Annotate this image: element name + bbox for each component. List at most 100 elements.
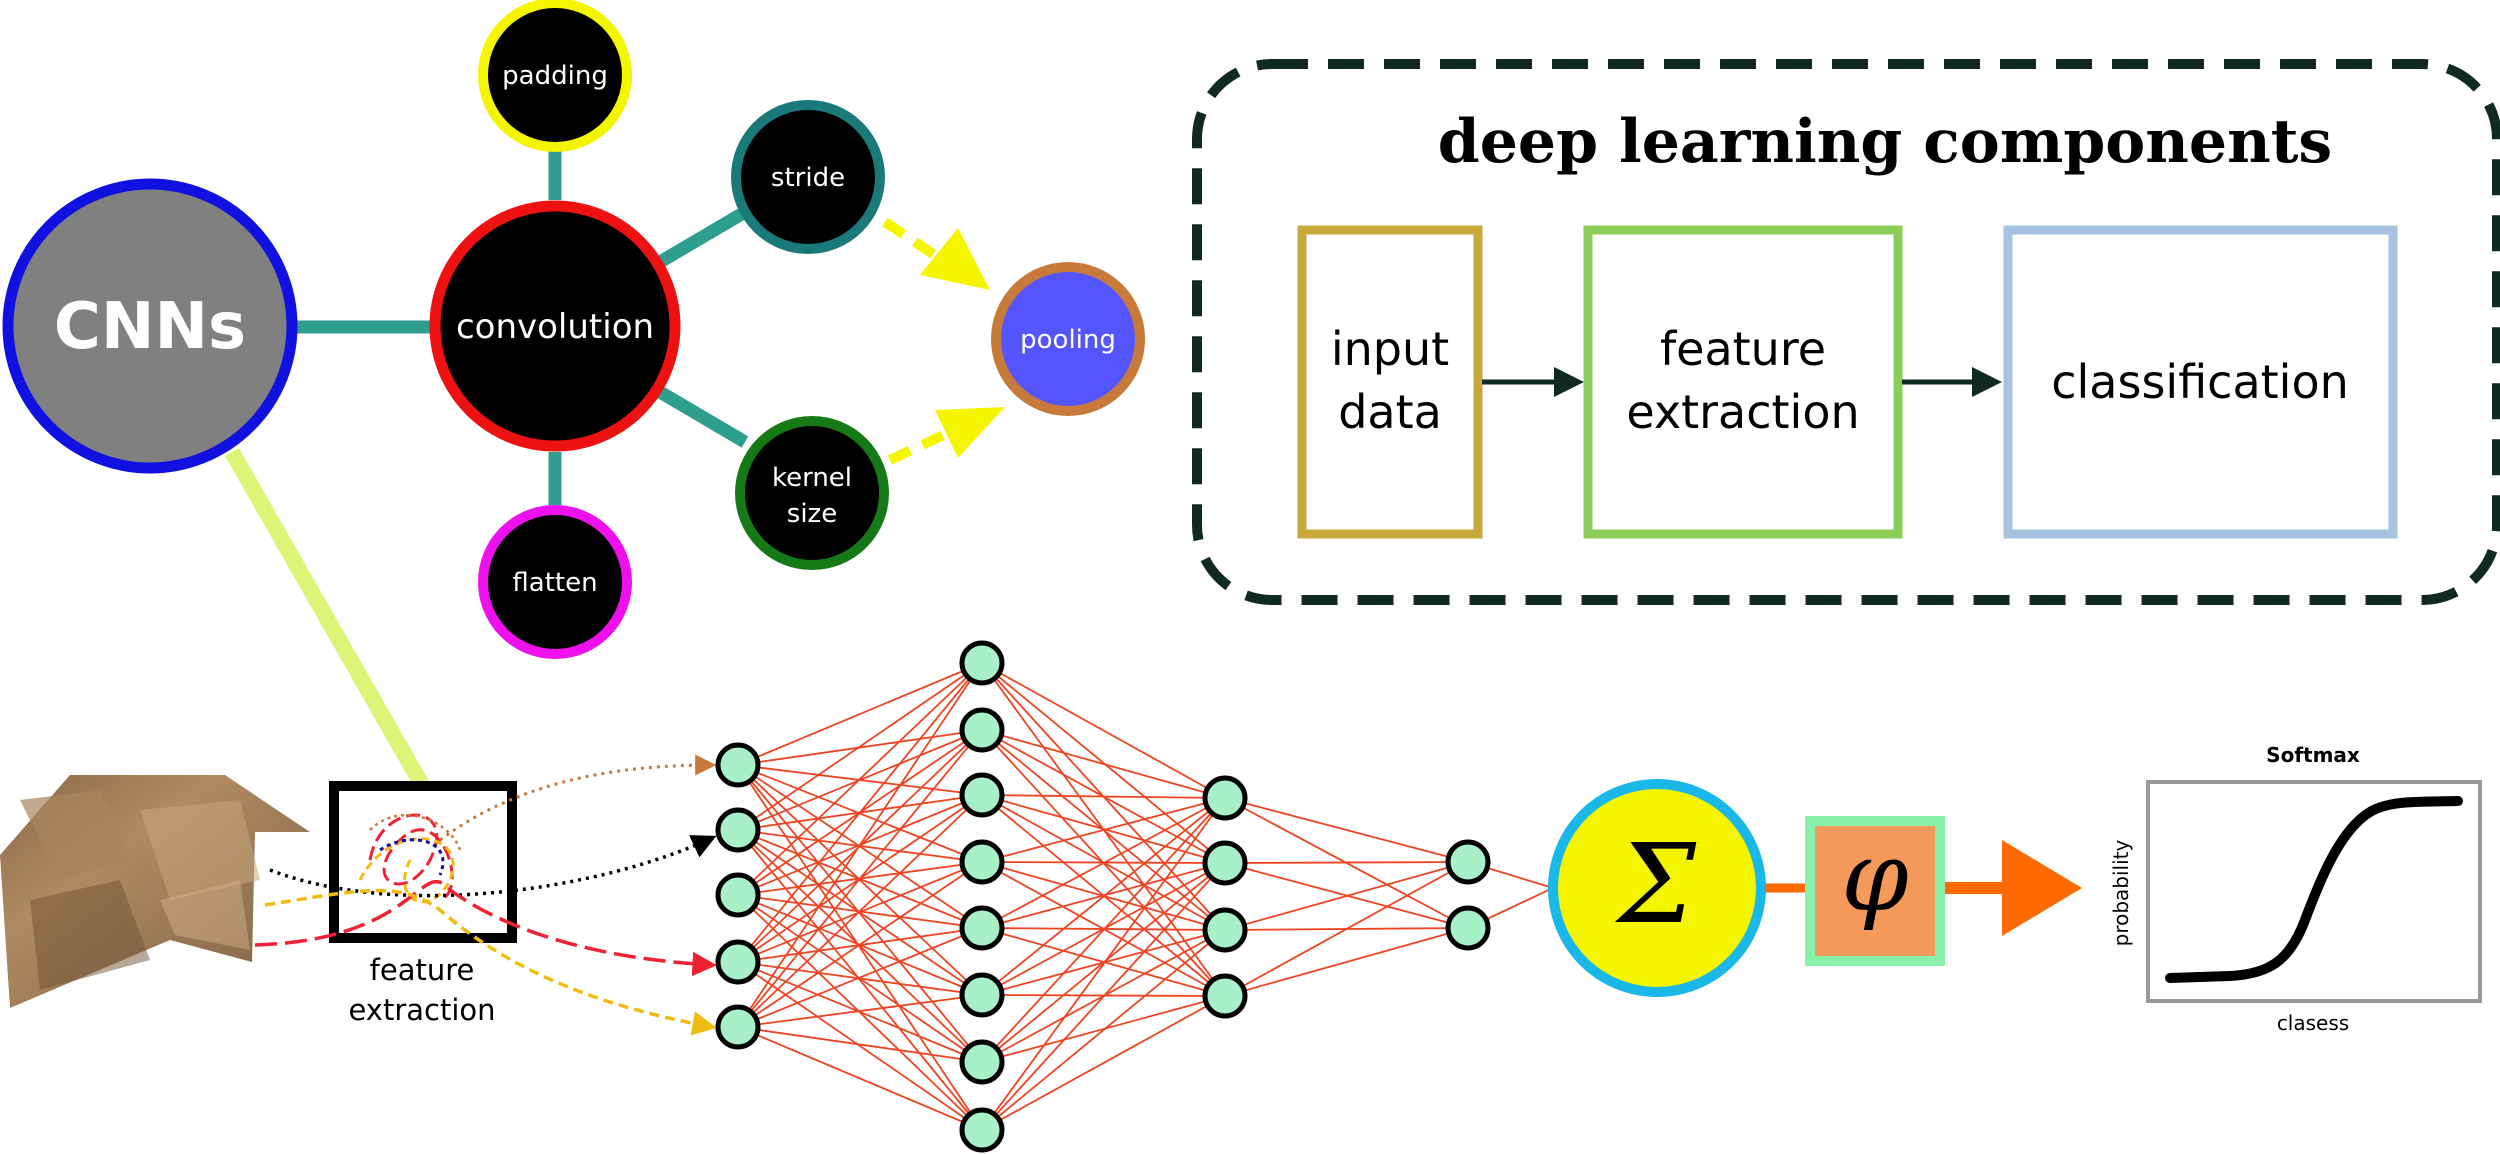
feature-extraction-line2: extraction: [1626, 385, 1859, 439]
network-edge: [737, 764, 983, 1131]
phi-symbol: φ: [1841, 821, 1908, 933]
neuron-layer-2: [959, 972, 1005, 1018]
flow-gold: [264, 888, 717, 1036]
network-edge: [737, 794, 983, 1028]
network-edge: [981, 797, 1226, 1063]
network-edge: [981, 662, 1226, 799]
network-edge: [737, 961, 983, 1131]
node-padding: padding: [478, 0, 632, 152]
satellite-image: [0, 775, 310, 1008]
network-edge: [1224, 861, 1469, 931]
network-edge: [981, 662, 1226, 864]
network-edge: [737, 662, 983, 1028]
node-convolution: convolution: [429, 200, 681, 452]
classification-box: [2003, 225, 2398, 539]
node-convolution-label: convolution: [456, 307, 654, 347]
network-edge: [737, 829, 983, 1131]
network-edge: [737, 829, 983, 1063]
neuron-layer-2: [959, 839, 1005, 885]
components-panel: deep learning components input data feat…: [1192, 59, 2500, 605]
activation-node: φ: [1805, 816, 1945, 966]
neuron-layer-2: [959, 1039, 1005, 1085]
network-edge: [1224, 927, 1469, 997]
sum-node: Σ: [1548, 779, 1766, 997]
neuron-layer-2: [959, 1107, 1005, 1153]
input-data-line2: data: [1338, 385, 1442, 439]
node-kernel-label-line1: kernel: [772, 463, 852, 493]
node-flatten: flatten: [478, 505, 632, 659]
network-edge: [737, 729, 983, 1028]
feature-extraction-small-line2: extraction: [348, 993, 495, 1027]
flow-brown: [439, 754, 717, 842]
output-stage: Σ φ: [1548, 779, 2082, 997]
network-edge: [981, 797, 1226, 1131]
network-edge: [737, 662, 983, 831]
network-edge: [981, 797, 1226, 863]
arrowhead-kernel-pooling: [935, 407, 1005, 458]
mindmap-nodes: CNNs convolution padding stride kernel s…: [2, 0, 1145, 659]
output-arrowhead: [2002, 840, 2082, 936]
neuron-layer-2: [959, 640, 1005, 686]
network-edge: [981, 797, 1226, 929]
neuron-layer-3: [1202, 907, 1248, 953]
network-edge: [737, 861, 983, 1028]
node-kernel-label-line2: size: [787, 499, 837, 529]
network-edge: [737, 662, 983, 766]
network-edge: [981, 929, 1226, 1131]
network-edge: [981, 794, 1226, 799]
softmax-xlabel: clasess: [2277, 1011, 2349, 1035]
link-cnns-feature-extraction: [225, 448, 429, 789]
softmax-title: Softmax: [2266, 743, 2360, 767]
node-flatten-label: flatten: [512, 568, 597, 598]
input-data-line1: input: [1331, 322, 1449, 376]
neuron-layer-2: [959, 707, 1005, 753]
arrowhead-stride-pooling: [920, 228, 990, 290]
neuron-layer-3: [1202, 775, 1248, 821]
components-dashed-frame: [1192, 59, 2500, 605]
network-edge: [1224, 861, 1469, 997]
neuron-layer-1: [715, 939, 761, 985]
node-stride-label: stride: [771, 163, 845, 193]
feature-extraction-small: feature extraction: [254, 754, 717, 1036]
network-neurons: [715, 640, 1491, 1153]
network-edge: [981, 797, 1226, 996]
neuron-layer-3: [1202, 840, 1248, 886]
network-edge: [737, 662, 983, 896]
network-edge: [737, 1026, 983, 1063]
neuron-layer-1: [715, 872, 761, 918]
arrow-stride-pooling: [882, 217, 948, 267]
node-stride: stride: [731, 100, 885, 254]
network-edge: [1224, 797, 1469, 863]
network-edge: [981, 995, 1226, 1131]
node-kernel-size: kernel size: [735, 416, 889, 570]
softmax-curve: [2165, 796, 2463, 983]
flow-red: [254, 879, 717, 977]
node-padding-label: padding: [502, 61, 608, 91]
neuron-layer-4: [1445, 905, 1491, 951]
feature-extraction-line1: feature: [1660, 322, 1826, 376]
feature-extraction-kernel-box: [329, 781, 517, 943]
neuron-layer-2: [959, 772, 1005, 818]
node-cnns: CNNs: [2, 178, 298, 474]
link-convolution-kernel: [656, 386, 749, 448]
components-title: deep learning components: [1438, 107, 2332, 177]
neuron-layer-4: [1445, 839, 1491, 885]
network-edge: [737, 961, 983, 996]
network-edge: [981, 729, 1226, 799]
network-edge: [981, 794, 1226, 864]
mindmap-connectors: [225, 150, 1005, 789]
neuron-layer-1: [715, 1004, 761, 1050]
input-data-box: [1297, 225, 1483, 539]
neuron-layer-3: [1202, 973, 1248, 1019]
softmax-ylabel: probability: [2109, 839, 2133, 946]
feature-extraction-small-line1: feature: [370, 953, 475, 987]
network-edge: [737, 994, 983, 1028]
node-pooling: pooling: [991, 262, 1145, 416]
network-edge: [1224, 861, 1469, 864]
arrow-kernel-pooling: [887, 427, 953, 465]
network-edge: [737, 662, 983, 963]
neuron-layer-1: [715, 742, 761, 788]
softmax-plot: Softmax clasess probability: [2109, 743, 2482, 1035]
network-edge: [981, 862, 1226, 1131]
